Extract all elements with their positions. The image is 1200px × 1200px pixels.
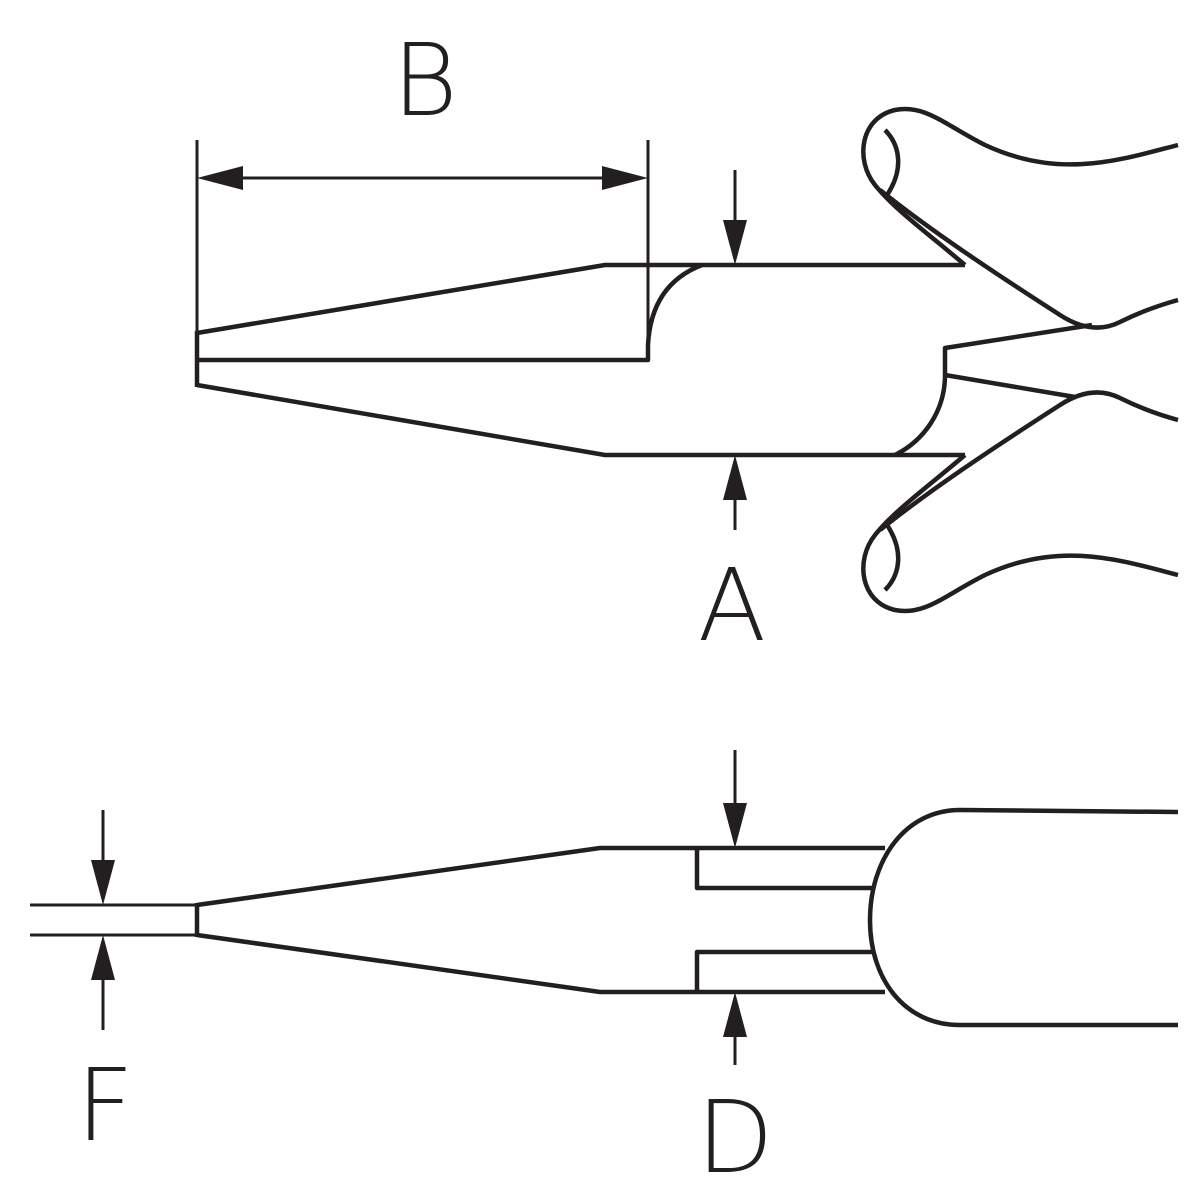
handle-side (867, 807, 1179, 1028)
side-view: F D (30, 750, 1179, 1196)
joint-slot-top (694, 848, 872, 891)
dimension-a: A (698, 170, 766, 664)
lower-handle-outer (861, 453, 1179, 614)
arrowhead-right-icon (602, 166, 648, 190)
arrow-up-icon (723, 455, 747, 500)
joint-center (942, 322, 1093, 400)
arrowhead-left-icon (197, 166, 243, 190)
joint (893, 322, 1093, 458)
joint-curve (893, 374, 948, 458)
label-b: B (392, 22, 457, 139)
upper-handle-fold (883, 128, 901, 200)
dimension-f: F (30, 810, 197, 1164)
label-f: F (76, 1047, 134, 1164)
arrow-up-icon (91, 935, 115, 980)
arrow-up-icon (723, 992, 747, 1037)
lower-jaw-edge (196, 382, 965, 458)
dimension-d: D (696, 750, 774, 1196)
arrow-down-icon (723, 803, 747, 848)
lower-handle-inner (878, 390, 1179, 532)
upper-handle-inner (878, 188, 1179, 330)
upper-handle-outer (861, 106, 1179, 267)
handles (861, 106, 1179, 614)
top-view: B A (194, 22, 1179, 664)
jaw-side-outline (194, 845, 885, 995)
jaw-top-edge (196, 845, 885, 908)
upper-jaw-edge (196, 262, 965, 336)
dimension-b: B (195, 22, 650, 345)
lower-handle-fold (883, 520, 901, 592)
label-d: D (696, 1079, 773, 1196)
jaw-outline (194, 262, 965, 458)
arrow-down-icon (91, 860, 115, 905)
jaw-split-line (197, 262, 703, 363)
arrow-down-icon (723, 220, 747, 265)
joint-slot-bottom (694, 949, 872, 992)
label-a: A (698, 547, 766, 664)
jaw-bottom-edge (196, 932, 885, 995)
